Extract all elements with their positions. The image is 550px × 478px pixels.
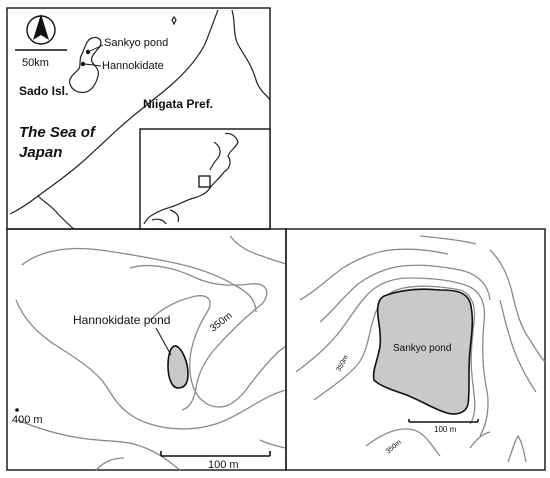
hannokidate-scale-label: 100 m	[208, 459, 239, 471]
sankyo-map: Sankyo pond 350m 350m 100 m	[285, 228, 546, 471]
niigata-prefecture-label: Niigata Pref.	[143, 97, 213, 111]
contour-line-3	[149, 295, 287, 408]
sankyo-scale-label: 100 m	[434, 425, 457, 434]
hannokidate-point-icon	[80, 61, 86, 67]
contour-line-5	[17, 419, 181, 471]
north-arrow-icon	[26, 14, 56, 45]
contour-line-6	[95, 457, 125, 471]
sado-island-label: Sado Isl.	[19, 84, 68, 98]
contour-line-2	[229, 235, 287, 265]
japan-outline	[143, 132, 239, 225]
contour-label-s2: 350m	[385, 439, 403, 456]
hannokidate-leader-line	[84, 63, 102, 67]
contour-line-350	[129, 265, 268, 411]
sankyo-leader-line	[89, 44, 104, 52]
contour-line-4	[15, 299, 287, 430]
hannokidate-pond	[167, 345, 189, 389]
spot-height-point-icon	[15, 408, 19, 412]
hannokidate-pond-label: Hannokidate pond	[73, 313, 170, 327]
overview-map: 50km Sankyo pond Hannokidate Sado Isl. N…	[6, 7, 271, 230]
contour-label-s1: 350m	[336, 354, 350, 373]
contour-line-s9	[507, 434, 527, 463]
contour-line-s6	[499, 299, 537, 393]
spot-height-label: 400 m	[12, 414, 43, 426]
sankyo-pond-label: Sankyo pond	[393, 343, 451, 354]
contour-line-s5	[489, 249, 546, 363]
contour-line-s2	[319, 264, 491, 323]
sankyo-point-icon	[85, 49, 91, 55]
contour-line-s7	[419, 235, 477, 245]
sado-island-outline	[69, 36, 102, 94]
contour-line-s3	[295, 277, 489, 437]
hannokidate-pond-leader	[155, 327, 172, 356]
contour-label-350: 350m	[208, 310, 234, 334]
sea-label-line2: Japan	[19, 144, 62, 161]
sea-label-line1: The Sea of	[19, 124, 97, 141]
japan-inner-coast	[209, 141, 221, 171]
sankyo-pond	[372, 288, 474, 415]
overview-scale-label: 50km	[22, 57, 49, 69]
contour-line-s1	[299, 248, 449, 301]
small-island-outline	[171, 15, 177, 26]
sankyo-place-label: Sankyo pond	[104, 37, 168, 49]
contour-line-s10	[469, 431, 491, 449]
hannokidate-map: Hannokidate pond 350m 400 m 100 m	[6, 228, 287, 471]
contour-line-7	[259, 439, 287, 449]
sankyo-map-frame	[285, 228, 546, 471]
contour-line-s8	[365, 428, 441, 457]
hannokidate-place-label: Hannokidate	[102, 60, 164, 72]
contour-line-s4	[313, 285, 476, 425]
contour-line-1	[21, 247, 257, 313]
japan-inset-map	[139, 128, 271, 230]
study-area-box	[198, 175, 211, 188]
